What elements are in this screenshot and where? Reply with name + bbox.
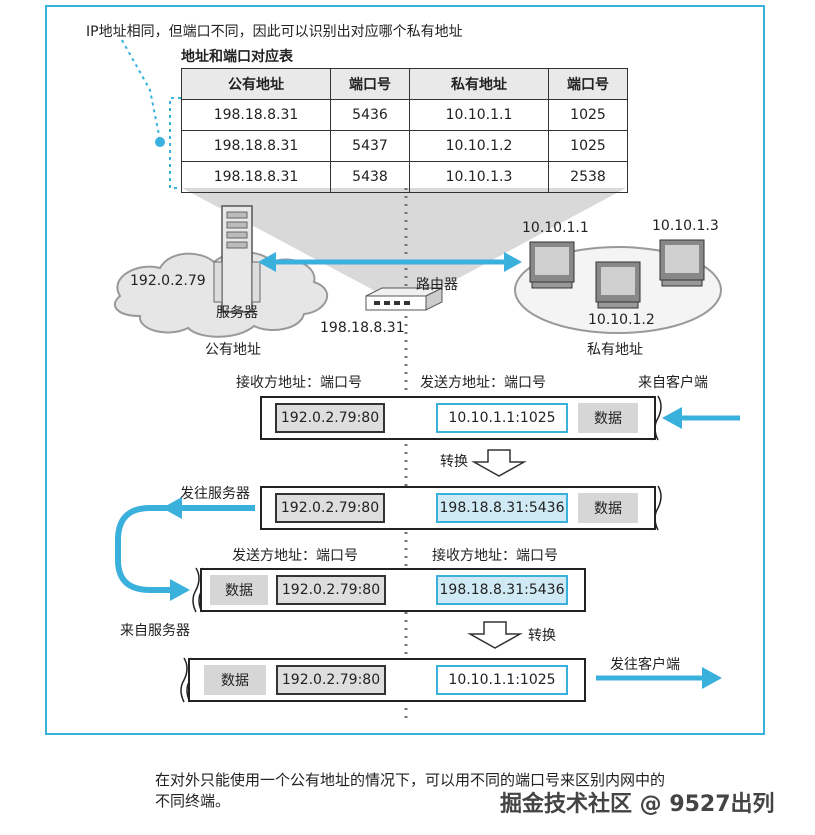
from-server-arrowhead bbox=[170, 579, 190, 601]
packet-3-src: 192.0.2.79:80 bbox=[276, 575, 386, 605]
note-leader-dot bbox=[155, 137, 165, 147]
packet-4-dst: 10.10.1.1:1025 bbox=[436, 665, 568, 695]
router-ip-label: 198.18.8.31 bbox=[320, 320, 405, 336]
packet-4-data: 数据 bbox=[204, 665, 266, 695]
from-server-label: 来自服务器 bbox=[120, 623, 190, 639]
packet-1-dst: 192.0.2.79:80 bbox=[275, 403, 385, 433]
caption: 在对外只能使用一个公有地址的情况下，可以用不同的端口号来区别内网中的 不同终端。 bbox=[155, 770, 775, 812]
table-cell: 5436 bbox=[330, 99, 410, 131]
from-client-label: 来自客户端 bbox=[638, 375, 708, 391]
col-header: 端口号 bbox=[330, 68, 410, 100]
private-address-label: 私有地址 bbox=[587, 342, 643, 358]
tear-mark bbox=[180, 657, 188, 703]
table-cell: 10.10.1.2 bbox=[409, 130, 549, 162]
mapping-table: 公有地址 端口号 私有地址 端口号 198.18.8.31 5436 10.10… bbox=[181, 68, 628, 193]
server-roundtrip-line bbox=[115, 505, 255, 593]
table-projection-wedge bbox=[182, 188, 626, 300]
pc3-icon bbox=[659, 239, 705, 287]
watermark: 掘金技术社区 @ 9527出列 bbox=[500, 792, 775, 817]
table-cell: 198.18.8.31 bbox=[181, 130, 331, 162]
table-row: 198.18.8.31 5438 10.10.1.3 2538 bbox=[181, 161, 628, 193]
caption-line-2: 不同终端。 bbox=[155, 792, 231, 810]
link-arrow-left bbox=[258, 252, 276, 272]
col-header: 端口号 bbox=[548, 68, 628, 100]
router-label: 路由器 bbox=[416, 277, 458, 293]
convert-arrow-2 bbox=[467, 621, 523, 649]
caption-line-1: 在对外只能使用一个公有地址的情况下，可以用不同的端口号来区别内网中的 bbox=[155, 771, 666, 789]
table-cell: 2538 bbox=[548, 161, 628, 193]
table-bracket bbox=[169, 97, 181, 189]
packet-1-src: 10.10.1.1:1025 bbox=[436, 403, 568, 433]
convert-label-1: 转换 bbox=[440, 454, 468, 470]
server-label: 服务器 bbox=[216, 305, 258, 321]
packet-3-dst: 198.18.8.31:5436 bbox=[436, 575, 568, 605]
sender-header-2: 发送方地址：端口号 bbox=[232, 548, 358, 564]
receiver-header: 接收方地址：端口号 bbox=[236, 375, 362, 391]
public-address-label: 公有地址 bbox=[205, 342, 261, 358]
to-client-arrowhead bbox=[702, 667, 722, 689]
pc1-ip-label: 10.10.1.1 bbox=[522, 220, 589, 236]
tear-mark bbox=[192, 567, 200, 613]
packet-2-dst: 192.0.2.79:80 bbox=[275, 493, 385, 523]
packet-2-src: 198.18.8.31:5436 bbox=[436, 493, 568, 523]
table-cell: 198.18.8.31 bbox=[181, 99, 331, 131]
pc3-ip-label: 10.10.1.3 bbox=[652, 218, 719, 234]
table-cell: 1025 bbox=[548, 130, 628, 162]
pc2-icon bbox=[595, 261, 641, 309]
table-row: 198.18.8.31 5436 10.10.1.1 1025 bbox=[181, 99, 628, 131]
packet-4-src: 192.0.2.79:80 bbox=[276, 665, 386, 695]
convert-arrow-1 bbox=[471, 449, 527, 477]
table-cell: 5438 bbox=[330, 161, 410, 193]
table-cell: 198.18.8.31 bbox=[181, 161, 331, 193]
router-icon bbox=[365, 287, 443, 311]
to-server-arrowhead bbox=[162, 497, 182, 519]
receiver-header-2: 接收方地址：端口号 bbox=[432, 548, 558, 564]
table-title: 地址和端口对应表 bbox=[181, 49, 293, 65]
col-header: 私有地址 bbox=[409, 68, 549, 100]
col-header: 公有地址 bbox=[181, 68, 331, 100]
pc2-ip-label: 10.10.1.2 bbox=[588, 312, 655, 328]
top-note: IP地址相同，但端口不同，因此可以识别出对应哪个私有地址 bbox=[86, 24, 463, 40]
note-leader-line bbox=[121, 39, 161, 141]
table-cell: 1025 bbox=[548, 99, 628, 131]
packet-3-data: 数据 bbox=[210, 575, 268, 605]
to-server-label: 发往服务器 bbox=[180, 486, 250, 502]
convert-label-2: 转换 bbox=[528, 628, 556, 644]
table-cell: 10.10.1.3 bbox=[409, 161, 549, 193]
from-client-arrowhead bbox=[662, 407, 682, 429]
table-cell: 10.10.1.1 bbox=[409, 99, 549, 131]
packet-2-data: 数据 bbox=[578, 493, 638, 523]
link-arrow-right bbox=[504, 252, 522, 272]
server-icon bbox=[213, 205, 261, 313]
pc1-icon bbox=[529, 241, 575, 289]
to-client-label: 发往客户端 bbox=[610, 657, 680, 673]
diagram-frame bbox=[45, 5, 765, 735]
server-ip-label: 192.0.2.79 bbox=[130, 273, 206, 289]
table-cell: 5437 bbox=[330, 130, 410, 162]
sender-header: 发送方地址：端口号 bbox=[420, 375, 546, 391]
packet-1-data: 数据 bbox=[578, 403, 638, 433]
table-row: 198.18.8.31 5437 10.10.1.2 1025 bbox=[181, 130, 628, 162]
